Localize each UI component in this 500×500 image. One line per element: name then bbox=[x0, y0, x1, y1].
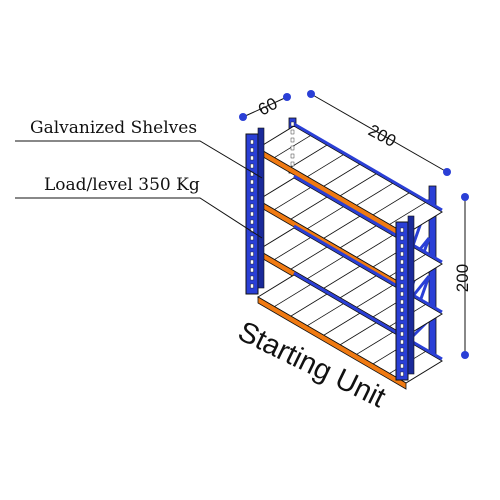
right-upright-hole bbox=[400, 339, 404, 345]
back-upright-hole bbox=[290, 121, 295, 127]
shelf-panel-seam bbox=[323, 215, 360, 239]
shelf-panel-seam bbox=[307, 256, 344, 280]
right-upright-hole bbox=[400, 235, 404, 241]
depth-end-dot bbox=[283, 93, 291, 101]
shelf-panel-seam bbox=[323, 163, 360, 187]
shelf-panel-seam bbox=[290, 196, 328, 220]
shelves-leader-line bbox=[15, 140, 263, 179]
back-beam bbox=[293, 122, 443, 212]
back-upright-hole bbox=[290, 161, 295, 167]
shelves-label: Galvanized Shelves bbox=[30, 118, 197, 138]
right-upright-hole bbox=[400, 267, 404, 273]
left-upright-hole bbox=[250, 163, 254, 169]
left-upright-hole bbox=[250, 275, 254, 281]
right-upright-hole bbox=[400, 291, 404, 297]
shelf-panel-seam bbox=[372, 192, 410, 216]
depth-label: 60 bbox=[255, 94, 281, 120]
dimension-depth: 60 bbox=[239, 93, 291, 121]
shelf-panel-seam bbox=[290, 144, 328, 168]
width-end-dot bbox=[443, 168, 451, 176]
left-upright-hole bbox=[250, 203, 254, 209]
depth-start-dot bbox=[239, 113, 247, 121]
right-upright-hole bbox=[400, 259, 404, 265]
upright-holes bbox=[250, 121, 404, 377]
shelf-panel-seam bbox=[340, 173, 377, 197]
front-right-upright-side bbox=[407, 215, 415, 375]
shelf-panel-seam bbox=[356, 331, 393, 355]
width-label: 200 bbox=[365, 121, 399, 151]
right-upright-hole bbox=[400, 307, 404, 313]
left-upright-hole bbox=[250, 179, 254, 185]
right-upright-hole bbox=[400, 363, 404, 369]
right-upright-hole bbox=[400, 283, 404, 289]
left-upright-hole bbox=[250, 155, 254, 161]
back-upright-hole bbox=[290, 129, 295, 135]
width-start-dot bbox=[307, 90, 315, 98]
right-upright-hole bbox=[400, 355, 404, 361]
depth-dimension-line bbox=[242, 96, 288, 118]
shelf-panel-seam bbox=[356, 234, 393, 258]
back-upright-hole bbox=[290, 153, 295, 159]
back-beam bbox=[293, 174, 443, 264]
shelf-panel-seam bbox=[340, 275, 377, 299]
back-upright-hole bbox=[290, 137, 295, 143]
front-left-upright-side bbox=[257, 127, 265, 289]
front-uprights bbox=[245, 121, 415, 381]
width-dimension-line bbox=[310, 93, 448, 173]
shelf-panel-seam bbox=[274, 237, 311, 260]
left-upright-hole bbox=[250, 219, 254, 225]
shelf-panel-seam bbox=[274, 284, 311, 307]
right-upright-hole bbox=[400, 251, 404, 257]
left-upright-hole bbox=[250, 283, 254, 289]
left-upright-hole bbox=[250, 187, 254, 193]
left-upright-hole bbox=[250, 259, 254, 265]
load-leader-line bbox=[15, 197, 263, 239]
left-upright-hole bbox=[250, 243, 254, 249]
shelf-panel-seam bbox=[290, 246, 328, 270]
back-upright-hole bbox=[290, 145, 295, 151]
shelf-panel-seam bbox=[307, 206, 344, 230]
back-beam bbox=[293, 224, 443, 314]
left-upright-hole bbox=[250, 195, 254, 201]
height-label: 200 bbox=[453, 264, 472, 292]
right-upright-hole bbox=[400, 315, 404, 321]
right-upright-hole bbox=[400, 371, 404, 377]
left-upright-hole bbox=[250, 211, 254, 217]
right-upright-hole bbox=[400, 275, 404, 281]
shelf-panel-seam bbox=[389, 202, 426, 225]
shelf-panel-seam bbox=[356, 182, 393, 206]
height-start-dot bbox=[461, 193, 469, 201]
height-end-dot bbox=[461, 351, 469, 359]
left-upright-hole bbox=[250, 267, 254, 273]
shelf-panel-seam bbox=[356, 284, 393, 308]
shelf-panel-seam bbox=[340, 322, 377, 346]
front-beam bbox=[257, 296, 407, 390]
shelf-panel-seam bbox=[290, 293, 328, 317]
left-upright-hole bbox=[250, 251, 254, 257]
load-label: Load/level 350 Kg bbox=[44, 175, 200, 195]
right-upright-hole bbox=[400, 299, 404, 305]
shelf-panel-seam bbox=[307, 154, 344, 178]
shelf-panel-seam bbox=[323, 265, 360, 289]
shelf-panel-seam bbox=[323, 312, 360, 336]
right-upright-hole bbox=[400, 347, 404, 353]
right-upright-hole bbox=[400, 331, 404, 337]
right-upright-hole bbox=[400, 227, 404, 233]
back-beam bbox=[293, 271, 443, 361]
left-upright-hole bbox=[250, 139, 254, 145]
leader-lines bbox=[15, 140, 263, 239]
shelf-panel-seam bbox=[274, 187, 311, 210]
shelf-panel-seam bbox=[340, 225, 377, 249]
right-upright-hole bbox=[400, 323, 404, 329]
left-upright-hole bbox=[250, 235, 254, 241]
right-upright-hole bbox=[400, 243, 404, 249]
shelf-panel-seam bbox=[307, 303, 344, 327]
left-upright-hole bbox=[250, 147, 254, 153]
dimension-height: 200 bbox=[453, 193, 472, 359]
